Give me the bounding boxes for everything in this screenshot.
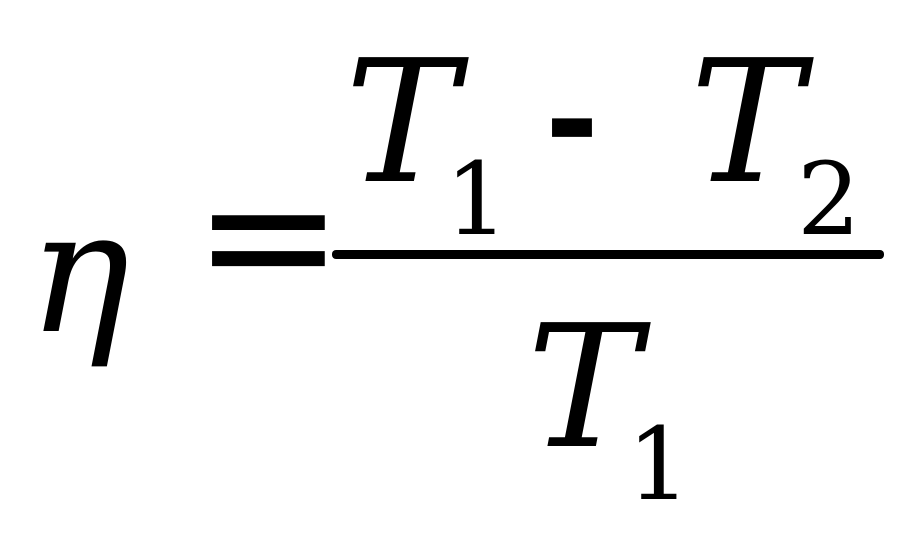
equals-sign: = — [193, 131, 344, 340]
eta-symbol: η — [28, 174, 130, 372]
fraction-bar — [332, 250, 884, 259]
numerator-second-term: T — [690, 24, 804, 222]
numerator-first-subscript: 1 — [445, 141, 509, 258]
denominator-subscript: 1 — [627, 406, 691, 523]
minus-sign: - — [545, 44, 599, 196]
numerator-first-term: T — [345, 24, 459, 222]
numerator-second-subscript: 2 — [797, 141, 861, 258]
denominator-term: T — [527, 289, 641, 487]
